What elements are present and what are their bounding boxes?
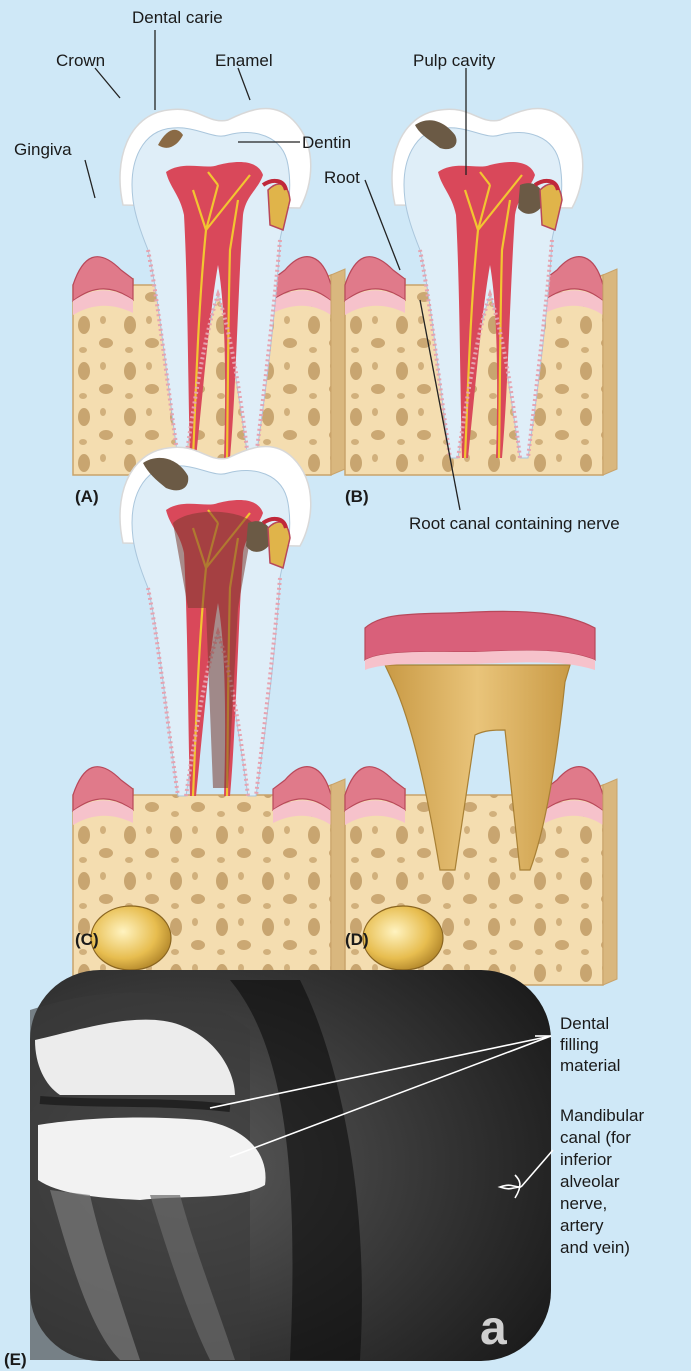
label-dental-filling-2: filling xyxy=(560,1035,599,1054)
label-root: Root xyxy=(324,168,360,187)
label-mandibular-4: alveolar xyxy=(560,1172,620,1191)
label-pulp-cavity: Pulp cavity xyxy=(413,51,496,70)
panel-label-d: (D) xyxy=(345,930,369,949)
panel-a-diagram xyxy=(73,108,345,475)
label-dental-carie: Dental carie xyxy=(132,8,223,27)
label-mandibular-3: inferior xyxy=(560,1150,612,1169)
xray-image: a xyxy=(30,970,551,1361)
label-enamel: Enamel xyxy=(215,51,273,70)
label-dentin: Dentin xyxy=(302,133,351,152)
panel-b-diagram xyxy=(345,108,617,475)
label-crown: Crown xyxy=(56,51,105,70)
label-mandibular-1: Mandibular xyxy=(560,1106,644,1125)
panel-c-diagram xyxy=(73,446,345,985)
panel-label-c: (C) xyxy=(75,930,99,949)
label-mandibular-7: and vein) xyxy=(560,1238,630,1257)
label-mandibular-2: canal (for xyxy=(560,1128,631,1147)
label-dental-filling-1: Dental xyxy=(560,1014,609,1033)
label-root-canal: Root canal containing nerve xyxy=(409,514,620,533)
label-mandibular-5: nerve, xyxy=(560,1194,607,1213)
xray-corner-letter: a xyxy=(480,1302,507,1355)
panel-label-e: (E) xyxy=(4,1350,27,1369)
label-dental-filling-3: material xyxy=(560,1056,620,1075)
label-mandibular-6: artery xyxy=(560,1216,604,1235)
panel-d-diagram xyxy=(345,611,617,985)
panel-label-b: (B) xyxy=(345,487,369,506)
label-gingiva: Gingiva xyxy=(14,140,72,159)
panel-label-a: (A) xyxy=(75,487,99,506)
